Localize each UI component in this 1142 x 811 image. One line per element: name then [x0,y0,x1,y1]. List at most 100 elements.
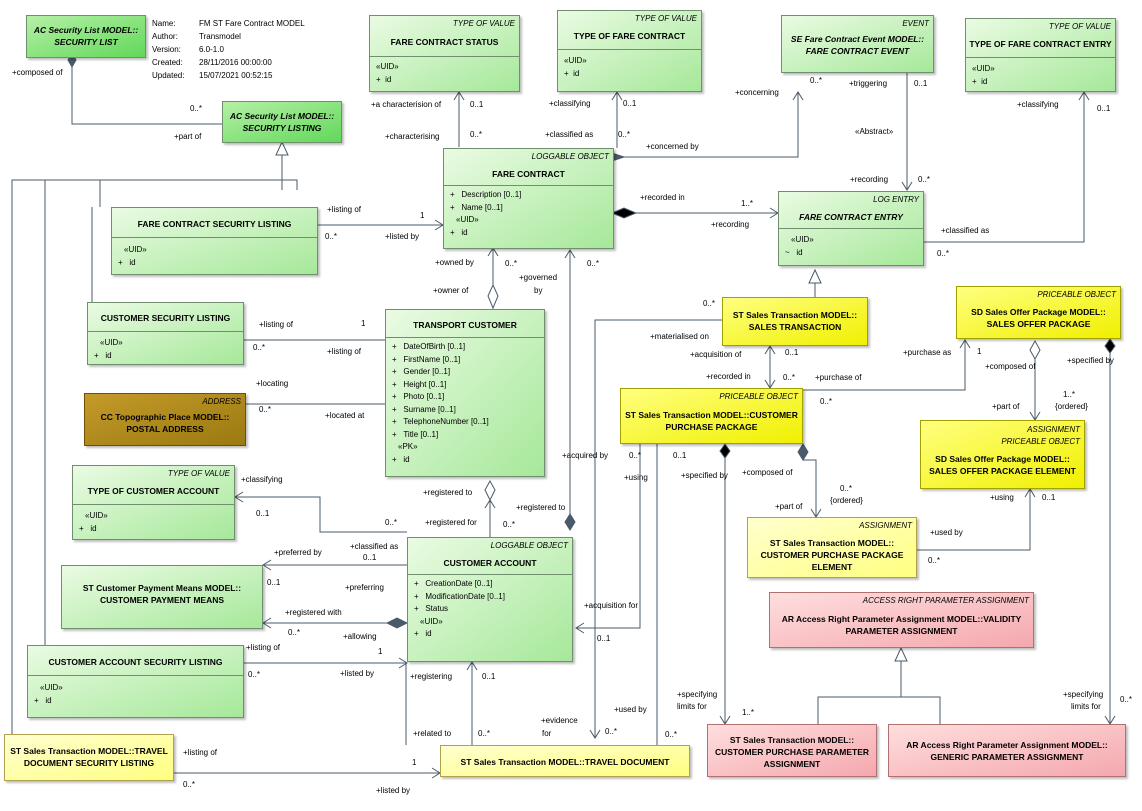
class-travel-document-security-listing[interactable]: ST Sales Transaction MODEL::TRAVEL DOCUM… [4,734,174,781]
label-listed-by: +listed by [385,232,420,241]
class-title: AC Security List MODEL:: SECURITY LISTIN… [229,111,335,133]
class-sales-transaction[interactable]: ST Sales Transaction MODEL:: SALES TRANS… [722,297,868,346]
class-customer-purchase-package-element[interactable]: ASSIGNMENT ST Sales Transaction MODEL:: … [747,517,917,578]
attribute-status: Status [425,604,449,613]
label-multiplicity: 1..* [741,199,754,208]
meta-key: Updated: [152,71,185,80]
attribute-id: id [403,454,410,464]
uid-stereotype: «UID» [376,62,399,71]
class-customer-account-security-listing[interactable]: CUSTOMER ACCOUNT SECURITY LISTING «UID»+… [27,645,244,718]
class-type-of-fare-contract[interactable]: TYPE OF VALUE TYPE OF FARE CONTRACT «UID… [557,10,702,92]
label-related-to: +related to [413,729,452,738]
class-customer-payment-means[interactable]: ST Customer Payment Means MODEL:: CUSTOM… [61,565,263,629]
label-owned-by: +owned by [435,258,474,267]
class-title: AR Access Right Parameter Assignment MOD… [781,614,1022,636]
label-purchase-as: +purchase as [903,348,952,357]
class-security-list[interactable]: AC Security List MODEL:: SECURITY LIST [26,15,146,58]
pk-stereotype: «PK» [398,442,418,451]
label-materialised-on: +materialised on [650,332,709,341]
class-generic-parameter-assignment[interactable]: AR Access Right Parameter Assignment MOD… [888,724,1126,777]
label-multiplicity: 0..* [937,249,950,258]
class-customer-security-listing[interactable]: CUSTOMER SECURITY LISTING «UID»+ id [87,302,244,365]
class-customer-account[interactable]: LOGGABLE OBJECT CUSTOMER ACCOUNT + Creat… [407,537,573,662]
label-concerned-by: +concerned by [646,142,699,151]
label-owner-of: +owner of [433,286,469,295]
class-type-of-fare-contract-entry[interactable]: TYPE OF VALUE TYPE OF FARE CONTRACT ENTR… [965,18,1116,92]
label-registering: +registering [410,672,453,681]
label-characterising: +characterising [385,132,440,141]
label-recording: +recording [850,175,889,184]
label-abstract: «Abstract» [855,127,894,136]
label-recorded-in: +recorded in [706,372,751,381]
attribute-id: id [90,523,97,533]
class-postal-address[interactable]: ADDRESS CC Topographic Place MODEL:: POS… [84,393,246,446]
attribute-description: Description [0..1] [461,190,522,199]
label-using: +using [624,473,648,482]
attribute-id: id [129,257,136,267]
label-multiplicity: 0..* [325,232,338,241]
uid-stereotype: «UID» [85,511,108,520]
label-multiplicity: 1 [412,758,417,767]
label-multiplicity: 0..* [665,730,678,739]
attribute-list: «UID»~ id [785,235,814,257]
class-title: CC Topographic Place MODEL:: POSTAL ADDR… [100,412,230,434]
class-validity-parameter-assignment[interactable]: ACCESS RIGHT PARAMETER ASSIGNMENT AR Acc… [769,592,1034,648]
label-registered-to: +registered to [423,488,473,497]
label-multiplicity: 0..1 [267,578,281,587]
label-locating: +locating [256,379,289,388]
label-classifying: +classifying [1017,100,1059,109]
class-security-listing[interactable]: AC Security List MODEL:: SECURITY LISTIN… [222,101,342,143]
class-sales-offer-package[interactable]: PRICEABLE OBJECT SD Sales Offer Package … [956,286,1121,339]
label-listed-by: +listed by [376,786,411,795]
label-multiplicity: 0..* [288,628,301,637]
class-travel-document[interactable]: ST Sales Transaction MODEL::TRAVEL DOCUM… [440,745,690,777]
class-customer-purchase-parameter-assignment[interactable]: ST Sales Transaction MODEL:: CUSTOMER PU… [707,724,877,777]
label-classifying: +classifying [549,99,591,108]
class-fare-contract-security-listing[interactable]: FARE CONTRACT SECURITY LISTING «UID»+ id [111,207,318,275]
class-transport-customer[interactable]: TRANSPORT CUSTOMER + DateOfBirth [0..1] … [385,309,545,477]
stereotype-label: LOGGABLE OBJECT [531,152,609,161]
attribute-list: «UID»+ id [94,338,123,360]
attribute-firstname: FirstName [0..1] [403,354,461,364]
uid-stereotype: «UID» [456,215,479,224]
class-title: SD Sales Offer Package MODEL:: SALES OFF… [929,454,1076,476]
label-multiplicity: 0..1 [673,451,687,460]
attribute-list: «UID»+ id [34,683,63,705]
label-registered-with: +registered with [285,608,342,617]
connector-cpp-acquisition [576,444,641,629]
class-fare-contract[interactable]: LOGGABLE OBJECT FARE CONTRACT + Descript… [443,148,614,249]
label-multiplicity: 0..* [629,451,642,460]
class-fare-contract-event[interactable]: EVENT SE Fare Contract Event MODEL:: FAR… [781,15,934,73]
class-fare-contract-status[interactable]: TYPE OF VALUE FARE CONTRACT STATUS «UID»… [369,15,520,92]
class-title: ST Customer Payment Means MODEL:: CUSTOM… [82,583,242,605]
attribute-height: Height [0..1] [403,379,447,389]
stereotype-label: TYPE OF VALUE [167,469,230,478]
meta-key: Author: [152,32,178,41]
label-preferred-by: +preferred by [274,548,322,557]
label-a-characterision-of: +a characterision of [371,100,442,109]
separator [73,504,234,505]
attribute-id: id [425,629,432,638]
label-multiplicity: 1..* [1063,390,1076,399]
class-fare-contract-entry[interactable]: LOG ENTRY FARE CONTRACT ENTRY «UID»~ id [778,191,924,266]
label-multiplicity: 0..* [605,727,618,736]
attribute-id: id [461,227,468,237]
class-title: ST Sales Transaction MODEL::TRAVEL DOCUM… [10,746,168,768]
label-multiplicity: 0..1 [785,348,799,357]
label-located-at: +located at [325,411,365,420]
label-purchase-of: +purchase of [815,373,862,382]
class-customer-purchase-package[interactable]: PRICEABLE OBJECT ST Sales Transaction MO… [620,388,803,444]
class-title: ST Sales Transaction MODEL:: CUSTOMER PU… [714,735,870,769]
label-using: +using [990,493,1014,502]
label-ordered: {ordered} [1055,402,1088,411]
attribute-modificationdate: ModificationDate [0..1] [425,591,505,601]
label-multiplicity: 0..1 [623,99,637,108]
label-multiplicity: 0..* [618,130,631,139]
stereotype-label: ACCESS RIGHT PARAMETER ASSIGNMENT [862,596,1029,605]
class-type-of-customer-account[interactable]: TYPE OF VALUE TYPE OF CUSTOMER ACCOUNT «… [72,465,235,540]
label-multiplicity: 0..1 [914,79,928,88]
class-sales-offer-package-element[interactable]: ASSIGNMENT PRICEABLE OBJECT SD Sales Off… [920,420,1085,489]
label-multiplicity: 1 [361,319,366,328]
label-part-of: +part of [775,502,803,511]
diagram-metadata: Name:FM ST Fare Contract MODEL Author:Tr… [152,17,305,82]
